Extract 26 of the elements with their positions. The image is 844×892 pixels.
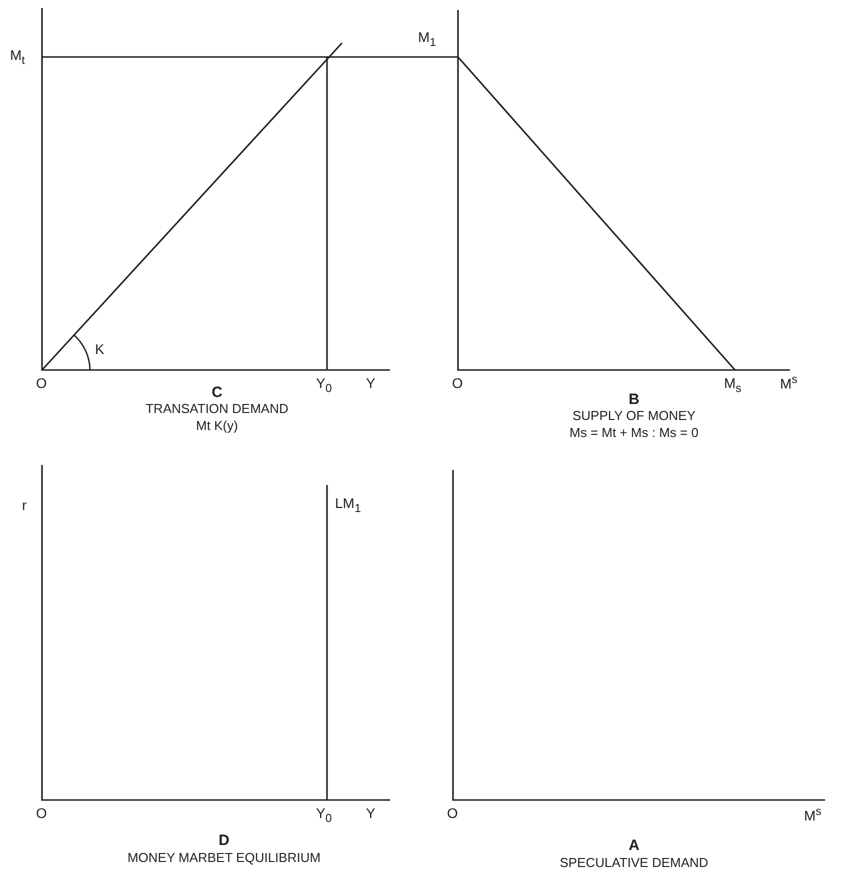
panel-letter: C [212, 385, 222, 402]
panel-letter: D [218, 833, 230, 850]
formula-text: Ms = Mt + Ms : Ms = 0 [570, 426, 698, 440]
origin-label: O [36, 376, 47, 392]
axis-label: M$^{s}$ [780, 374, 798, 392]
axis-label: Y$_{0}$ [316, 806, 332, 826]
axis-label: Y [366, 806, 376, 822]
formula-text: Mt K(y) [196, 419, 238, 434]
origin-label: O [36, 806, 47, 822]
angle-label: K [95, 342, 104, 358]
axis-label: M$^{s}$ [804, 806, 822, 824]
origin-label: O [452, 376, 463, 392]
axis-label: r [22, 498, 27, 514]
panel-letter: A [628, 838, 640, 854]
panel-title: MONEY MARBET EQUILIBRIUM [127, 851, 321, 866]
axis-label: M$_{s}$ [724, 376, 742, 396]
axis-label: Y$_{0}$ [316, 376, 332, 396]
axis-label: M$_{t}$ [10, 48, 25, 68]
axis-label: M$_{1}$ [418, 30, 436, 50]
panel-title: SUPPLY OF MONEY [572, 409, 696, 424]
axis-label: Y [366, 376, 376, 392]
panel-title: SPECULATIVE DEMAND [560, 856, 708, 870]
curve-label: LM$_{1}$ [335, 496, 361, 516]
origin-label: O [447, 806, 458, 822]
panel-title: TRANSATION DEMAND [146, 402, 288, 416]
panel-letter: B [628, 392, 640, 408]
